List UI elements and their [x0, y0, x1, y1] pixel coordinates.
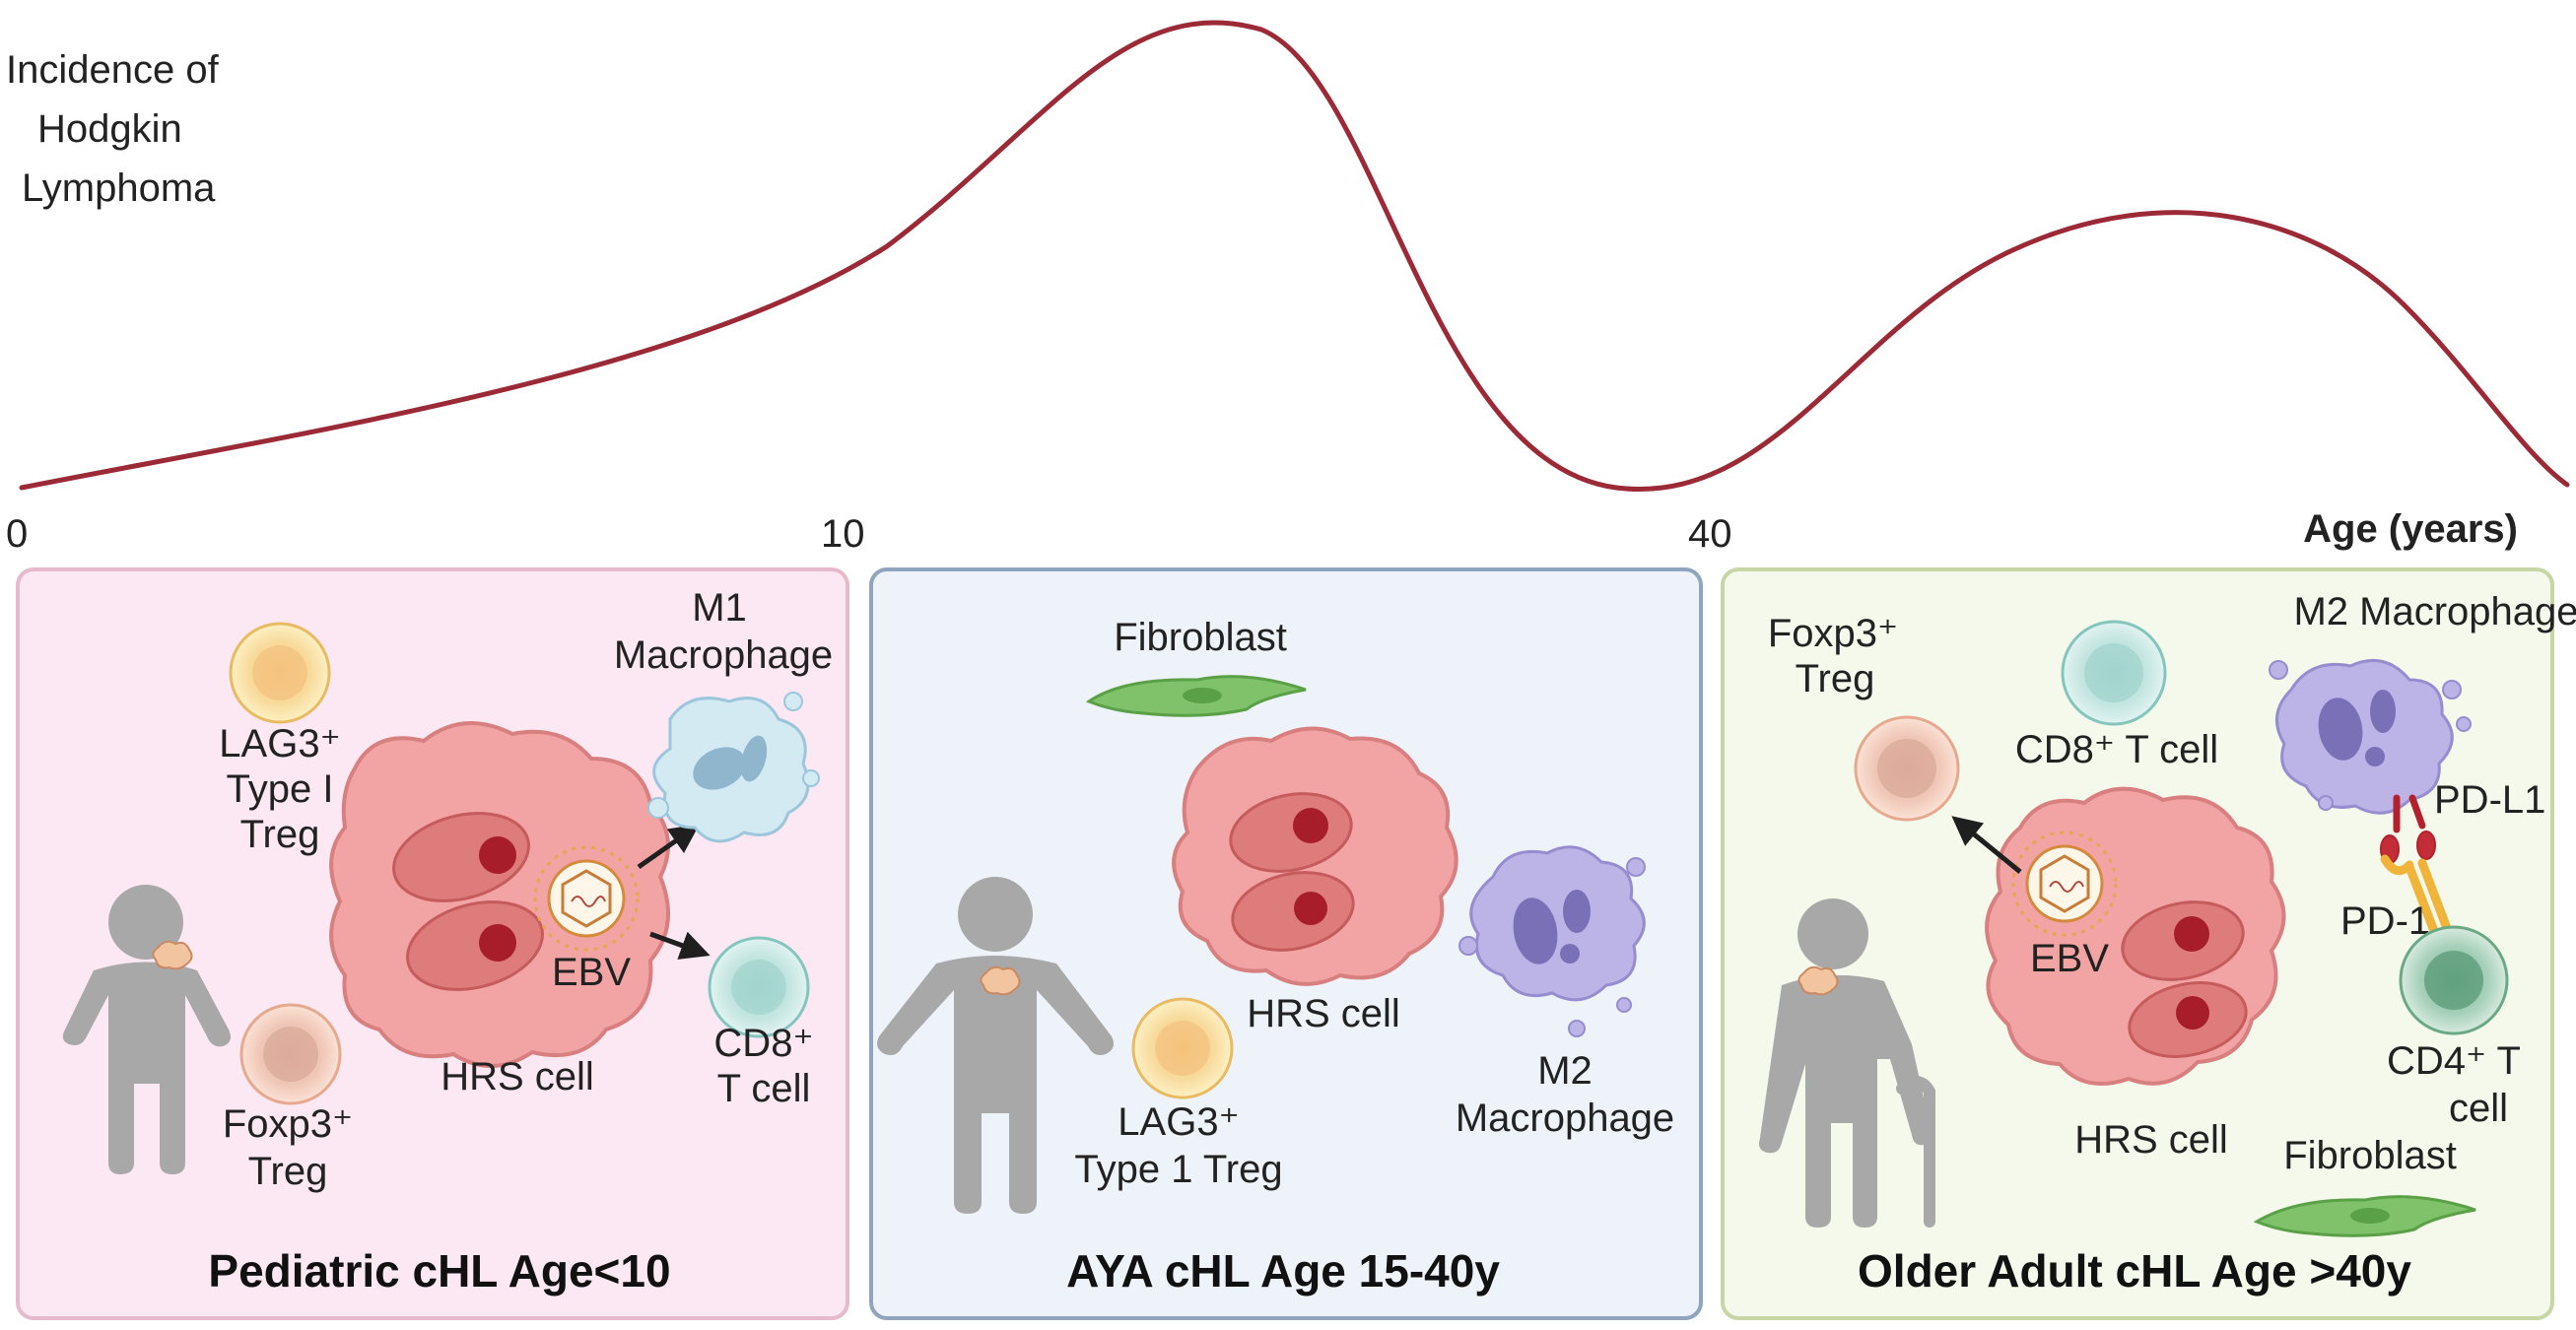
foxp3-treg-label-1: Foxp3⁺: [223, 1102, 353, 1146]
pd1-receptor-icon: [2380, 854, 2453, 936]
panel-aya-title: AYA cHL Age 15-40y: [1066, 1245, 1500, 1297]
fibroblast-label: Fibroblast: [2283, 1134, 2457, 1177]
m2-macrophage-icon: [2269, 658, 2472, 815]
m2-macrophage-icon: [1458, 845, 1646, 1037]
lag3-treg-label-2: Type I: [227, 767, 334, 811]
cd8-label-1: CD8⁺: [713, 1022, 813, 1065]
pdl1-label: PD-L1: [2434, 778, 2545, 822]
curve-xlabel: Age (years): [2303, 507, 2518, 551]
cd8-label-2: T cell: [717, 1067, 811, 1110]
tick-label-0: 0: [6, 512, 28, 556]
hrs-cell-label: HRS cell: [2074, 1118, 2228, 1162]
arrow-to-cd8: [649, 931, 711, 960]
cd8-t-cell-icon: [708, 936, 810, 1038]
ebv-label: EBV: [552, 951, 631, 994]
foxp3-treg-label-2: Treg: [248, 1150, 328, 1193]
incidence-curve-line: [19, 20, 2570, 492]
ebv-label: EBV: [2030, 937, 2109, 980]
m1-label-1: M1: [692, 586, 747, 630]
lag3-treg-label-1: LAG3⁺: [219, 722, 340, 765]
fibroblast-label: Fibroblast: [1114, 616, 1287, 659]
incidence-curve-section: Incidence of Hodgkin Lymphoma 0 10 40 Ag…: [6, 20, 2570, 556]
lag3-treg-cell-icon: [229, 622, 331, 724]
foxp3-treg-cell-icon: [1854, 715, 1960, 822]
cd8-label: CD8⁺ T cell: [2015, 728, 2218, 771]
panel-pediatric: LAG3⁺ Type I Treg Foxp3⁺ Treg HRS cell E…: [16, 567, 849, 1320]
curve-ylabel-2: Hodgkin: [37, 107, 182, 151]
lag3-treg-cell-icon: [1131, 997, 1234, 1099]
arrow-to-m1: [637, 824, 700, 870]
panel-older-adult: Foxp3⁺ Treg CD8⁺ T cell M2 Macrophage: [1721, 567, 2576, 1320]
m2-label-1: M2: [1537, 1049, 1593, 1093]
hrs-cell-icon: [1172, 726, 1458, 986]
tick-label-40: 40: [1688, 512, 1732, 556]
panel-aya: Fibroblast HRS cell LAG3⁺ Type 1 Treg: [869, 567, 1703, 1320]
ebv-virus-icon: [533, 845, 640, 952]
foxp3-treg-cell-icon: [239, 1003, 342, 1105]
pd1-label: PD-1: [2340, 899, 2430, 943]
hrs-cell-label: HRS cell: [441, 1055, 594, 1098]
child-silhouette-icon: [62, 885, 231, 1174]
lag3-treg-label-2: Type 1 Treg: [1074, 1148, 1282, 1191]
adult-silhouette-icon: [877, 877, 1114, 1214]
fibroblast-icon: [2253, 1195, 2476, 1237]
foxp3-treg-label-2: Treg: [1796, 657, 1875, 700]
m2-label-2: Macrophage: [1456, 1097, 1674, 1140]
m1-label-2: Macrophage: [614, 633, 833, 677]
curve-ylabel-1: Incidence of: [6, 48, 220, 92]
hrs-cell-icon: [329, 721, 670, 1068]
m2-label: M2 Macrophage: [2293, 590, 2576, 633]
panel-pediatric-title: Pediatric cHL Age<10: [208, 1245, 670, 1297]
foxp3-treg-label-1: Foxp3⁺: [1768, 612, 1898, 655]
lag3-treg-label-1: LAG3⁺: [1118, 1100, 1239, 1144]
arrow-to-foxp3: [1951, 816, 2022, 874]
hrs-cell-label: HRS cell: [1247, 992, 1400, 1035]
m1-macrophage-icon: [647, 692, 820, 843]
panel-older-adult-title: Older Adult cHL Age >40y: [1858, 1245, 2411, 1297]
elderly-silhouette-icon: [1759, 898, 1935, 1228]
curve-ylabel-3: Lymphoma: [22, 166, 216, 210]
cd4-label-1: CD4⁺ T: [2387, 1039, 2521, 1083]
cd8-t-cell-icon: [2061, 620, 2167, 726]
cd4-label-2: cell: [2449, 1087, 2508, 1130]
tick-label-10: 10: [821, 512, 865, 556]
cd4-t-cell-icon: [2399, 925, 2509, 1035]
fibroblast-icon: [1085, 675, 1307, 717]
ebv-virus-icon: [2011, 831, 2118, 937]
lag3-treg-label-3: Treg: [240, 813, 320, 856]
